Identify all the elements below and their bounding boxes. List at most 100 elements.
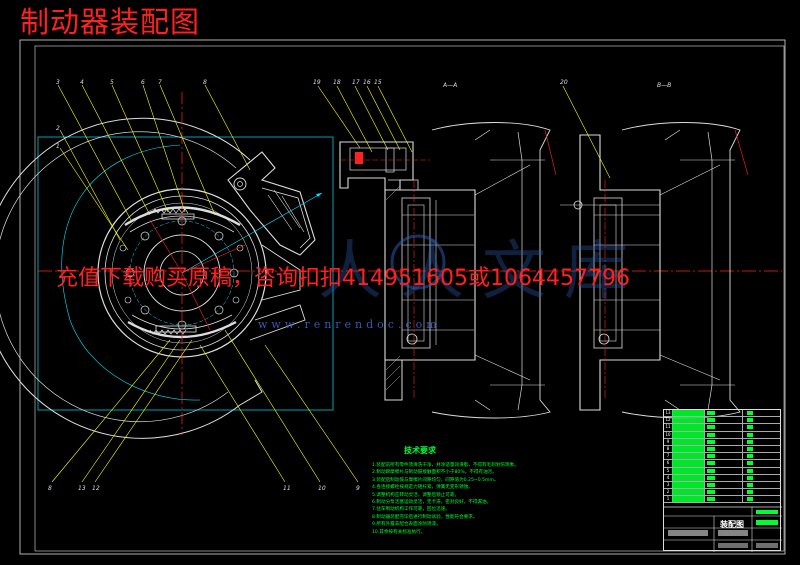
parts-list-row: 4 xyxy=(664,474,783,482)
section-hatching xyxy=(385,185,401,391)
part-number: 16 xyxy=(363,79,371,86)
backing-plate-outline xyxy=(37,136,334,411)
part-code-cell xyxy=(704,481,743,489)
part-number: 17 xyxy=(352,79,360,86)
part-qty-cell xyxy=(742,467,783,474)
part-number: 3 xyxy=(56,79,60,86)
parts-list-row: 5 xyxy=(664,467,783,475)
tech-requirements-list: 1.装配前所有零件须清洗干净，并涂适量润滑脂，不得有毛刺划伤现象。 2.制动蹄摩… xyxy=(372,462,662,536)
part-name-cell xyxy=(672,467,704,474)
part-number: 6 xyxy=(141,79,145,86)
part-number: 4 xyxy=(80,79,84,86)
part-code-cell xyxy=(704,496,743,503)
hub-section-b xyxy=(579,134,661,411)
brake-shoe-bottom xyxy=(127,320,237,339)
watermark-glyphs: 人人文库 xyxy=(318,235,646,309)
parts-list-row: 9 xyxy=(664,438,783,446)
part-name-cell xyxy=(672,489,704,496)
part-name-cell xyxy=(672,496,704,503)
part-qty-cell xyxy=(742,438,783,445)
parts-list-row: 3 xyxy=(664,481,780,490)
part-name-cell xyxy=(672,410,704,417)
part-name-cell xyxy=(672,453,704,460)
part-name-cell xyxy=(672,417,704,424)
watermark-url: www.renrendoc.com xyxy=(258,318,441,331)
part-number: 15 xyxy=(374,79,382,86)
part-qty-cell xyxy=(742,496,783,503)
part-qty-cell xyxy=(742,460,783,467)
section-a-a xyxy=(317,85,557,419)
tech-note: 10.其余按有关标准执行。 xyxy=(372,529,426,535)
parts-list-row: 1 xyxy=(664,496,783,504)
part-name-cell xyxy=(672,431,704,438)
part-qty-cell xyxy=(742,453,783,460)
wheel-rim-b xyxy=(621,122,741,419)
part-number: 8 xyxy=(48,485,52,492)
part-name-cell xyxy=(672,460,704,467)
tech-note: 5.调整机构应转动灵活，调整后锁止可靠。 xyxy=(372,492,460,498)
leader-lines-bottom xyxy=(51,329,359,483)
part-name-cell xyxy=(672,481,704,489)
part-number: 12 xyxy=(92,485,100,492)
part-code-cell xyxy=(704,460,743,467)
tech-note: 4.各连接螺栓按规定力矩拧紧，弹簧无变形锈蚀。 xyxy=(372,485,473,491)
part-qty-cell xyxy=(742,410,783,417)
parts-list-row: 11 xyxy=(664,424,783,432)
part-name-cell xyxy=(672,424,704,431)
watermark-ring xyxy=(390,234,446,290)
part-qty-cell xyxy=(742,445,783,453)
part-number: 7 xyxy=(158,79,162,86)
part-number: 13 xyxy=(78,485,86,492)
outer-frame xyxy=(19,39,786,555)
part-number: 10 xyxy=(318,485,326,492)
part-code-cell xyxy=(704,431,743,438)
part-qty-cell xyxy=(742,424,783,431)
wheel-rim-a xyxy=(431,122,551,419)
part-code-cell xyxy=(704,424,743,431)
page-title: 制动器装配图 xyxy=(20,5,201,39)
part-number: 11 xyxy=(283,485,291,492)
part-code-cell xyxy=(704,438,743,445)
part-number: 2 xyxy=(56,125,60,132)
tech-note: 1.装配前所有零件须清洗干净，并涂适量润滑脂，不得有毛刺划伤现象。 xyxy=(372,463,519,468)
section-label-a-a: A—A xyxy=(443,82,458,89)
part-qty-cell xyxy=(742,474,783,481)
part-name-cell xyxy=(672,445,704,453)
tech-note: 3.装配后制动鼓与摩擦片间隙均匀，间隙值为0.25~0.5mm。 xyxy=(372,477,499,483)
parts-list-row: 7 xyxy=(664,453,783,461)
parts-list-row: 10 xyxy=(664,431,783,439)
drawing-name: 装配图 xyxy=(720,520,744,529)
part-qty-cell xyxy=(742,417,783,424)
leader-lines-top xyxy=(57,84,251,251)
lower-arm xyxy=(249,304,306,341)
part-number: 18 xyxy=(333,79,341,86)
dust-shield xyxy=(0,117,263,439)
part-code-cell xyxy=(704,410,743,417)
part-code-cell xyxy=(704,445,743,453)
parts-list-row: 13 xyxy=(664,410,783,418)
part-qty-cell xyxy=(742,431,783,438)
part-code-cell xyxy=(704,417,743,424)
part-code-cell xyxy=(704,453,743,460)
tech-note: 8.制动器装配完毕后进行制动试验，性能符合要求。 xyxy=(372,514,478,520)
part-code-cell xyxy=(704,474,743,481)
part-number: 5 xyxy=(110,79,114,86)
part-name-cell xyxy=(672,474,704,481)
part-number: 1 xyxy=(56,143,60,150)
section-b-b xyxy=(560,85,749,419)
section-label-b-b: B—B xyxy=(657,82,672,89)
part-number: 19 xyxy=(313,79,321,86)
part-qty-cell xyxy=(742,489,783,496)
brake-shoe-top xyxy=(124,206,241,227)
hub-bolt-circle xyxy=(129,220,235,326)
parts-list-row: 6 xyxy=(664,460,783,468)
front-view xyxy=(0,84,359,483)
tech-note: 6.制动分泵活塞运动灵活，无卡滞，密封良好，不得漏油。 xyxy=(372,500,492,506)
part-number: 8 xyxy=(203,79,207,86)
download-banner: 充值下载购买原稿，咨询扣扣414951605或1064457796 xyxy=(56,266,630,291)
parts-list-row: 8 xyxy=(664,445,783,454)
